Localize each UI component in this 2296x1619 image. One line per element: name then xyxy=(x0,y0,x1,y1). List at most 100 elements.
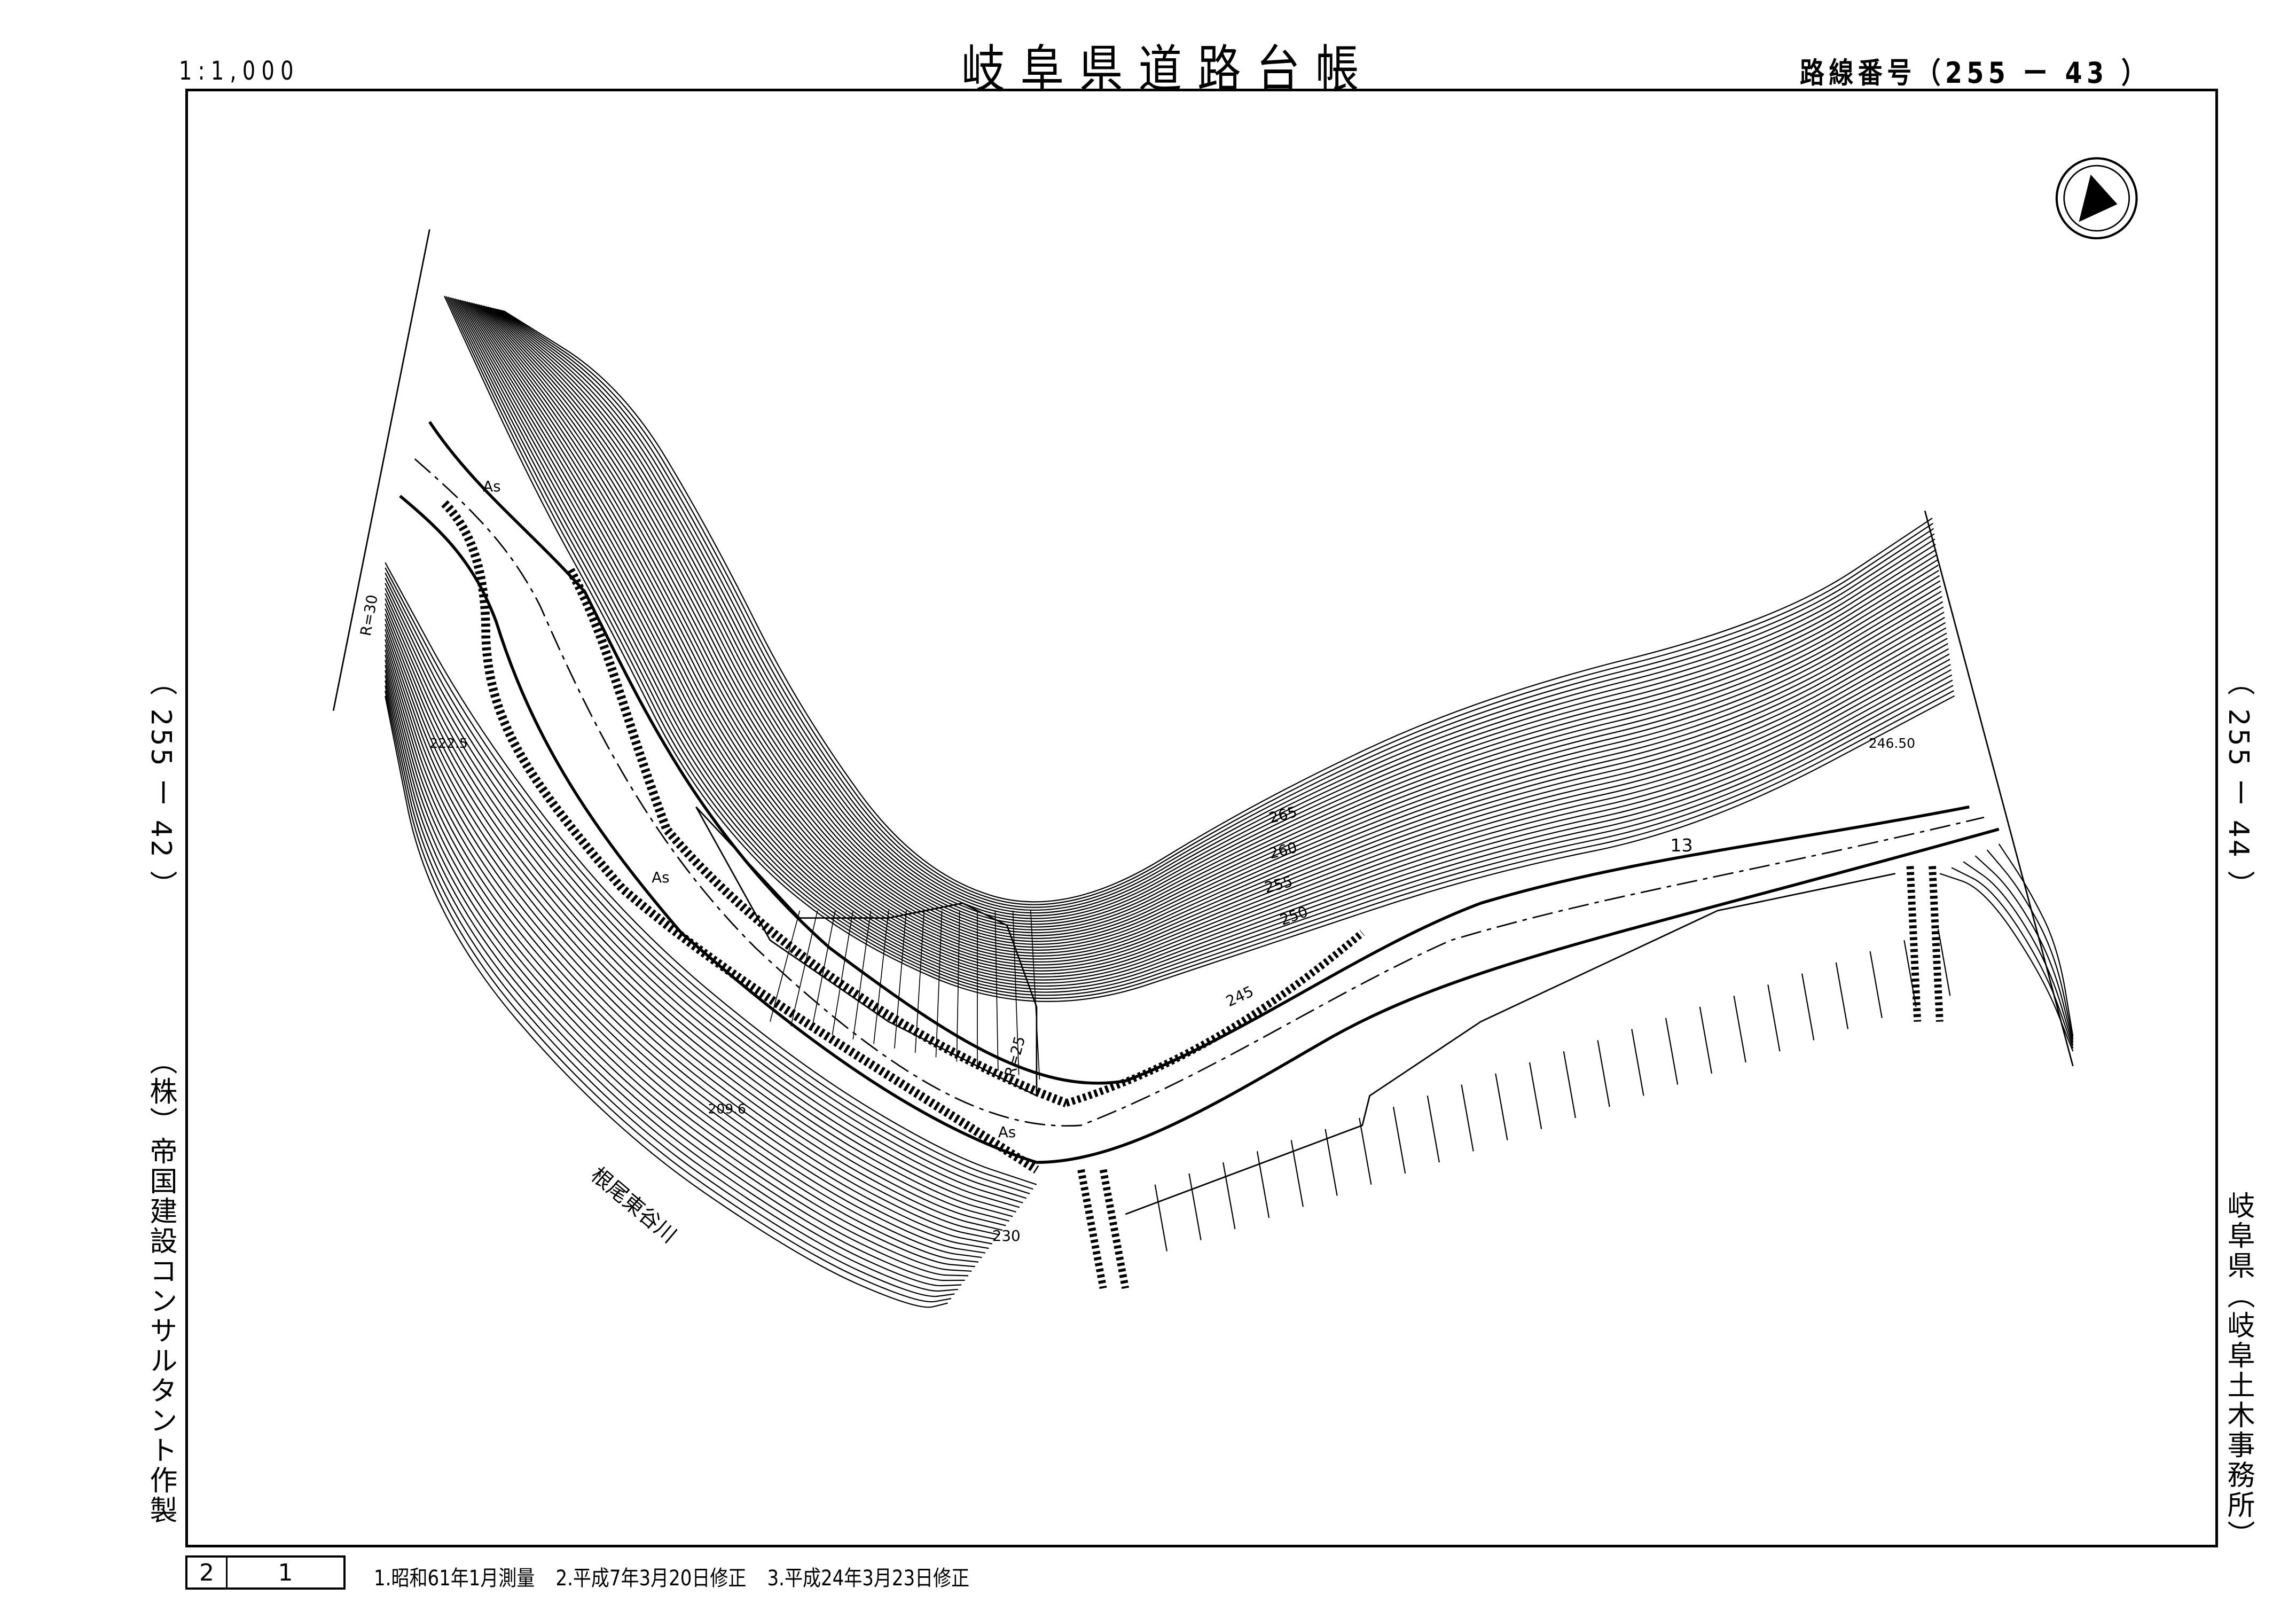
retaining-wall xyxy=(566,568,1068,1108)
building-line xyxy=(1937,929,1951,996)
north-arrow xyxy=(2055,157,2138,240)
cut-hatching xyxy=(770,910,1040,1080)
adjacent-sheet-left[interactable]: （ 255 ー 42 ） xyxy=(145,668,177,901)
hatch-line xyxy=(852,910,872,1040)
retaining-wall xyxy=(441,500,1039,1174)
contour-line xyxy=(461,300,1948,972)
contour-line xyxy=(385,598,1013,1217)
hatch-line xyxy=(894,910,907,1049)
contour-line xyxy=(385,608,1006,1226)
contour-lines xyxy=(385,295,2074,1308)
hatch-line xyxy=(811,910,836,1031)
contour-line xyxy=(385,629,992,1245)
road-edge-lower xyxy=(399,495,2000,1164)
contour-label-230: 230 xyxy=(992,1227,1021,1245)
contour-line xyxy=(463,300,1948,969)
contour-line xyxy=(451,297,1953,990)
contour-line xyxy=(496,308,1935,914)
contour-line xyxy=(1951,867,2074,1049)
spot-height: 209.6 xyxy=(708,1101,746,1117)
building-line xyxy=(1529,1062,1542,1129)
hatch-line xyxy=(935,910,943,1058)
building-line xyxy=(1256,1151,1270,1218)
contour-line xyxy=(385,588,1020,1208)
revision-item: 1.昭和61年1月測量 xyxy=(374,1566,535,1591)
building-line xyxy=(1869,951,1883,1018)
building-line xyxy=(1767,984,1781,1052)
contour-line xyxy=(385,572,1030,1194)
contour-line xyxy=(385,695,948,1308)
building-line xyxy=(1631,1029,1644,1096)
curve-radius-label: R=25 xyxy=(1001,1034,1029,1079)
contour-line xyxy=(385,675,962,1287)
contour-line xyxy=(494,308,1936,917)
building-line xyxy=(1461,1084,1474,1152)
building-line xyxy=(1325,1129,1338,1196)
contour-line xyxy=(484,306,1940,934)
map-scale: 1:1,000 xyxy=(179,56,300,86)
maker-credit: （株）帝国建設コンサルタント作製 xyxy=(145,1047,177,1526)
contour-line xyxy=(487,306,1939,928)
contour-line xyxy=(385,613,1003,1231)
building-line xyxy=(1188,1173,1202,1240)
station-number: 13 xyxy=(1670,835,1692,856)
contour-line xyxy=(499,309,1934,908)
road-centerline xyxy=(414,458,1985,1127)
contour-line xyxy=(489,307,1938,925)
hatch-line xyxy=(994,910,999,1071)
hatch-line xyxy=(790,910,818,1027)
sheet-number: 2 xyxy=(187,1558,228,1587)
contour-line xyxy=(1963,861,2074,1046)
hatch-line xyxy=(832,910,854,1035)
building-line xyxy=(1699,1006,1713,1074)
contour-line xyxy=(492,308,1937,919)
building-line xyxy=(1290,1140,1304,1207)
contour-line xyxy=(444,295,1955,1002)
contour-line xyxy=(1998,843,2074,1037)
road-plan-map: 265 260 255 250 245 230 222.5 209.6 246.… xyxy=(332,157,2138,1308)
hatched-cut-area xyxy=(695,806,1038,1097)
building-line xyxy=(1359,1117,1372,1185)
building-line xyxy=(1801,973,1815,1041)
contour-line xyxy=(503,310,1933,903)
building-line xyxy=(1427,1096,1440,1163)
spot-height: 222.5 xyxy=(429,736,467,751)
contour-line xyxy=(385,650,979,1263)
sheet-sub-number: 1 xyxy=(278,1559,293,1586)
contour-line xyxy=(482,305,1941,936)
pavement-label: As xyxy=(483,478,500,495)
building-line xyxy=(1597,1040,1610,1107)
revision-item: 3.平成24年3月23日修正 xyxy=(767,1566,970,1591)
contour-label-245: 245 xyxy=(1223,982,1256,1010)
contour-line xyxy=(475,303,1944,948)
building-line xyxy=(1563,1051,1577,1119)
contour-line xyxy=(385,685,955,1297)
contour-line xyxy=(385,577,1027,1199)
contour-line xyxy=(501,310,1933,905)
building-line xyxy=(1903,940,1917,1007)
contour-line xyxy=(452,298,1952,987)
hatch-line xyxy=(956,910,960,1062)
contour-line xyxy=(454,298,1951,984)
hatch-line xyxy=(873,910,889,1044)
contour-line xyxy=(445,296,1954,999)
building-line xyxy=(1835,962,1849,1029)
contour-line xyxy=(485,306,1939,931)
spot-height: 246.50 xyxy=(1869,736,1915,751)
office-credit: 岐阜県（岐阜土木事務所） xyxy=(2222,1191,2254,1550)
contour-line xyxy=(385,603,1010,1222)
pavement-label: As xyxy=(998,1123,1016,1141)
revision-history: 1.昭和61年1月測量 2.平成7年3月20日修正 3.平成24年3月23日修正 xyxy=(374,1561,969,1592)
contour-line xyxy=(480,304,1941,940)
contour-line xyxy=(385,690,952,1303)
contour-line xyxy=(465,301,1947,966)
contour-line xyxy=(479,304,1942,942)
adjacent-sheet-right[interactable]: （ 255 ー 44 ） xyxy=(2222,668,2254,901)
contour-line xyxy=(385,567,1033,1190)
contour-line xyxy=(473,303,1944,951)
contour-line xyxy=(1974,855,2074,1043)
contour-label-260: 260 xyxy=(1267,839,1299,863)
contour-line xyxy=(385,644,982,1258)
building-lines xyxy=(1154,929,1951,1252)
building-line xyxy=(1392,1106,1406,1174)
